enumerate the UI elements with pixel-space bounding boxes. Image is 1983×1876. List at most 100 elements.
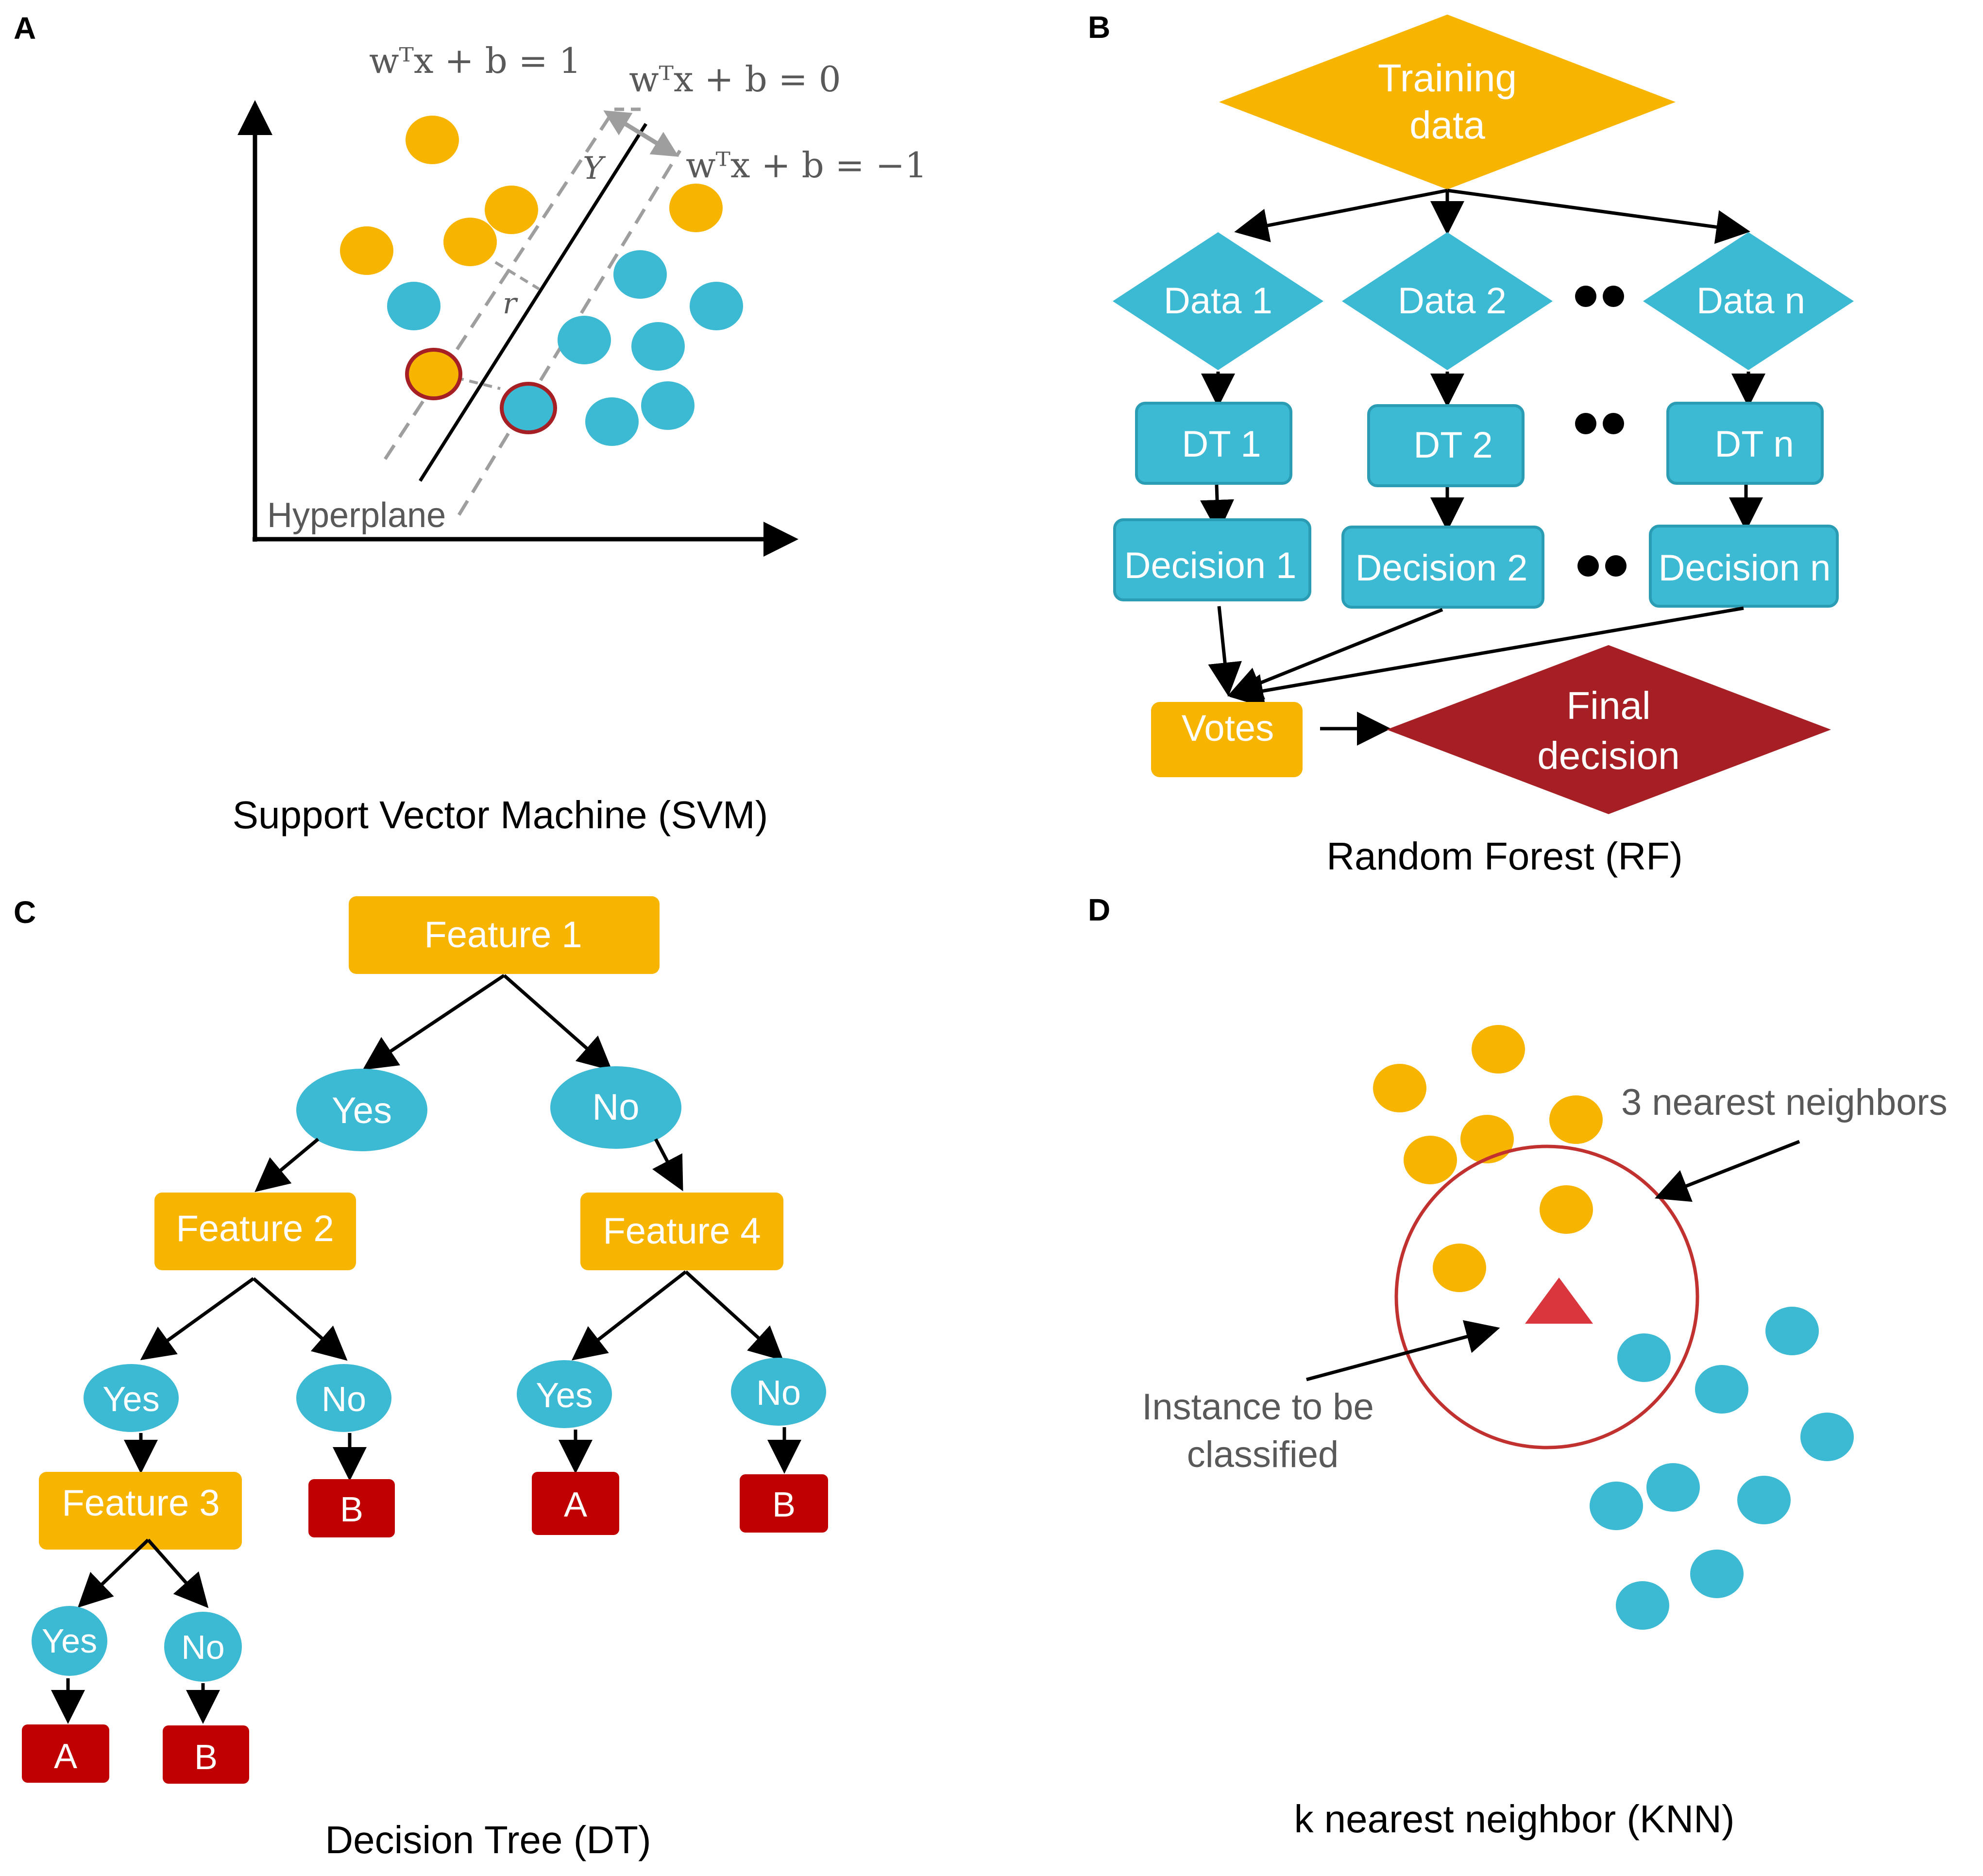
dt-no-label-3: No bbox=[756, 1374, 801, 1413]
svm-support-vector-yellow bbox=[405, 348, 462, 400]
dt-no-node-2 bbox=[296, 1364, 391, 1432]
decision-2-label: Decision 2 bbox=[1356, 547, 1528, 589]
panel-d-letter: D bbox=[1088, 892, 1110, 927]
knn-neighborhood-circle bbox=[1394, 1144, 1699, 1450]
svm-point-blue bbox=[558, 316, 611, 364]
dt-yes-node-1 bbox=[296, 1069, 427, 1151]
svm-eq-minus: wᵀx + b = −1 bbox=[686, 145, 927, 186]
arrow-training-data1 bbox=[1234, 188, 1448, 242]
knn-point-yellow bbox=[1373, 1064, 1426, 1112]
dt-leaf-b-label: B bbox=[772, 1485, 796, 1524]
dt-yes-node-2 bbox=[84, 1364, 179, 1432]
dt-yes-label-4: Yes bbox=[42, 1622, 97, 1660]
knn-instance-label-1: Instance to be bbox=[1142, 1386, 1373, 1428]
final-decision-label-1: Final bbox=[1566, 684, 1650, 727]
arrow-decision1-votes bbox=[1208, 606, 1242, 697]
arrow-neighbors-label bbox=[1654, 1140, 1800, 1202]
feature-3-label: Feature 3 bbox=[62, 1483, 220, 1524]
svm-point-blue bbox=[690, 282, 743, 330]
dt-leaf-a bbox=[22, 1724, 109, 1783]
knn-caption: k nearest neighbor (KNN) bbox=[1294, 1797, 1734, 1841]
knn-point-blue bbox=[1737, 1476, 1791, 1524]
training-data-diamond bbox=[1219, 15, 1676, 189]
arrow-yes1-f2 bbox=[254, 1138, 320, 1192]
feature-4-box bbox=[580, 1193, 783, 1270]
svm-point-blue bbox=[631, 322, 685, 371]
svm-point-blue bbox=[641, 381, 695, 430]
arrow-f2-no bbox=[252, 1277, 348, 1361]
ellipsis-dot bbox=[1575, 413, 1596, 434]
dt-yes-label-2: Yes bbox=[102, 1380, 159, 1419]
knn-point-yellow bbox=[1460, 1115, 1514, 1163]
knn-point-blue bbox=[1765, 1307, 1819, 1355]
knn-point-blue bbox=[1695, 1365, 1748, 1414]
knn-neighbors-label: 3 nearest neighbors bbox=[1621, 1082, 1948, 1123]
arrow-f4-no bbox=[684, 1270, 784, 1361]
decision-n-box bbox=[1649, 525, 1839, 608]
ellipsis-dot bbox=[1603, 413, 1624, 434]
data-1-label: Data 1 bbox=[1164, 280, 1272, 322]
panel-b-letter: B bbox=[1088, 10, 1110, 45]
feature-3-box bbox=[39, 1472, 242, 1550]
svm-point-yellow bbox=[669, 184, 723, 232]
knn-point-blue bbox=[1690, 1550, 1744, 1598]
dt-yes-node-3 bbox=[517, 1360, 612, 1428]
knn-point-blue bbox=[1616, 1581, 1669, 1630]
panel-c-decision-tree: C Feature 1 Yes No Feature 2 Feature 4 Y… bbox=[14, 895, 828, 1861]
arrow-no1-f4 bbox=[652, 1138, 683, 1192]
arrow-f2-yes bbox=[140, 1277, 255, 1361]
knn-point-yellow bbox=[1549, 1095, 1603, 1144]
arrow-f1-no bbox=[503, 974, 612, 1071]
svm-margin-arrow bbox=[603, 110, 679, 157]
knn-point-blue bbox=[1617, 1333, 1671, 1382]
dt-1-box bbox=[1135, 402, 1292, 485]
arrow-f3-yes bbox=[77, 1538, 150, 1608]
data-n-diamond bbox=[1643, 232, 1854, 370]
arrow-f4-yes bbox=[571, 1270, 687, 1361]
feature-1-label: Feature 1 bbox=[424, 914, 582, 955]
feature-2-box bbox=[154, 1193, 356, 1270]
dt-2-label: DT 2 bbox=[1413, 425, 1492, 466]
dt-yes-label-3: Yes bbox=[536, 1376, 593, 1415]
votes-label: Votes bbox=[1182, 708, 1274, 749]
dt-leaf-b-label: B bbox=[194, 1738, 218, 1777]
training-data-label-1: Training bbox=[1378, 56, 1517, 100]
final-decision-label-2: decision bbox=[1537, 734, 1680, 777]
decision-1-label: Decision 1 bbox=[1124, 545, 1297, 586]
arrow-training-datan bbox=[1447, 188, 1750, 244]
svm-point-blue bbox=[613, 250, 667, 299]
dt-yes-label-1: Yes bbox=[332, 1090, 392, 1131]
decision-1-box bbox=[1113, 518, 1311, 601]
svm-point-yellow bbox=[485, 186, 538, 234]
dt-no-node-1 bbox=[550, 1066, 681, 1149]
training-data-label-2: data bbox=[1409, 103, 1485, 147]
dt-no-label-1: No bbox=[592, 1087, 639, 1128]
arrow-decision2-votes bbox=[1227, 608, 1443, 699]
feature-4-label: Feature 4 bbox=[603, 1211, 761, 1252]
svm-point-blue bbox=[387, 282, 441, 330]
knn-point-blue bbox=[1800, 1413, 1854, 1461]
knn-point-yellow bbox=[1472, 1025, 1525, 1074]
dt-no-node-3 bbox=[731, 1358, 826, 1426]
data-n-label: Data n bbox=[1696, 280, 1805, 322]
knn-point-yellow bbox=[1540, 1185, 1593, 1234]
dt-no-label-4: No bbox=[181, 1628, 224, 1666]
data-1-diamond bbox=[1113, 232, 1323, 370]
svm-eq-zero: wᵀx + b = 0 bbox=[629, 59, 841, 100]
decision-2-box bbox=[1341, 526, 1544, 609]
panel-b-random-forest: B Training data Data 1 Data 2 Data n DT … bbox=[1088, 10, 1854, 878]
ellipsis-dot bbox=[1603, 286, 1624, 307]
knn-point-yellow bbox=[1404, 1136, 1457, 1184]
svm-support-link bbox=[441, 373, 501, 390]
svm-hyperplane-line bbox=[419, 123, 647, 482]
knn-instance-label-2: classified bbox=[1187, 1434, 1339, 1475]
arrow-instance-label bbox=[1306, 1320, 1500, 1381]
svm-point-yellow bbox=[406, 116, 459, 164]
rf-caption: Random Forest (RF) bbox=[1326, 835, 1682, 878]
arrow-decisionn-votes bbox=[1229, 606, 1744, 708]
ellipsis-dot bbox=[1577, 555, 1599, 577]
svm-eq-plus: wᵀx + b = 1 bbox=[369, 40, 581, 81]
knn-test-instance-triangle bbox=[1525, 1278, 1593, 1324]
svm-label-y: Y bbox=[583, 151, 606, 187]
knn-point-yellow bbox=[1433, 1244, 1486, 1292]
